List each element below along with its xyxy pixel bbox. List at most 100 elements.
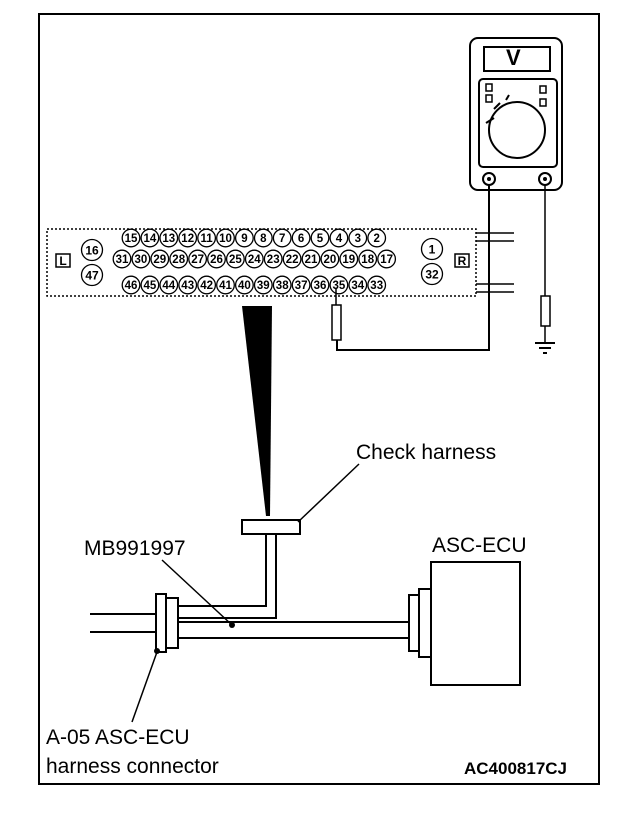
- pin-21: 21: [305, 254, 318, 266]
- pin-31-outline: [112, 249, 132, 269]
- pin-4-outline: [329, 228, 349, 248]
- pin-43: 43: [181, 280, 194, 292]
- pin-41-outline: [216, 275, 235, 295]
- pin-7-outline: [272, 228, 292, 248]
- pin-39-outline: [253, 275, 273, 295]
- ground-probe: [540, 295, 551, 343]
- pin-18-outline: [358, 249, 378, 269]
- pin-27: 27: [191, 254, 204, 266]
- connector-left-marker-text: L: [59, 254, 66, 268]
- pin-30: 30: [135, 254, 148, 266]
- pin-14-outline: [140, 228, 160, 248]
- pin-7: 7: [279, 233, 285, 245]
- pin-25: 25: [229, 254, 242, 266]
- pin-26: 26: [210, 254, 223, 266]
- pin-11: 11: [201, 233, 214, 245]
- pin-31: 31: [116, 254, 129, 266]
- pin-9-outline: [234, 228, 254, 248]
- connector-right-marker-text: R: [458, 254, 467, 268]
- pin-19: 19: [342, 254, 355, 266]
- pin-15: 15: [125, 233, 138, 245]
- pin-30-outline: [131, 249, 151, 269]
- pin-5: 5: [317, 233, 324, 245]
- pin-44-outline: [159, 275, 179, 295]
- check-harness-plug: [241, 519, 301, 535]
- connector-label-line2: harness connector: [46, 755, 219, 778]
- pin-8: 8: [260, 233, 267, 245]
- pin-47: 47: [85, 268, 99, 282]
- harness-connector: [90, 593, 179, 653]
- pin-29-outline: [150, 249, 170, 269]
- test-probe: [331, 288, 342, 341]
- pin-6: 6: [298, 233, 304, 245]
- pin-13: 13: [162, 233, 175, 245]
- pin-17: 17: [380, 254, 393, 266]
- pin-26-outline: [207, 249, 226, 269]
- zoom-wedge: [242, 306, 272, 516]
- pin-11-outline: [197, 228, 217, 248]
- pin-37-outline: [291, 275, 311, 295]
- pin-33-outline: [367, 275, 387, 295]
- pin-14: 14: [144, 233, 157, 245]
- pin-27-outline: [188, 249, 208, 269]
- pin-24: 24: [248, 254, 261, 266]
- connector-right-marker: [454, 253, 470, 268]
- pin-25-outline: [225, 249, 245, 269]
- pin-1: 1: [429, 242, 436, 256]
- pin-12-outline: [178, 228, 198, 248]
- pin-15-outline: [121, 228, 141, 248]
- pin-8-outline: [253, 228, 273, 248]
- connector-left-marker: [55, 253, 71, 268]
- pin-44: 44: [162, 280, 175, 292]
- pin-35: 35: [333, 280, 346, 292]
- pin-33: 33: [370, 280, 383, 292]
- pin-17-outline: [377, 249, 397, 269]
- ground-icon: [535, 342, 555, 354]
- pin-20: 20: [324, 254, 337, 266]
- asc-ecu: [408, 561, 521, 686]
- pin-10-outline: [216, 228, 235, 248]
- pin-23-outline: [263, 249, 283, 269]
- pin-10: 10: [219, 233, 232, 245]
- pin-34: 34: [351, 280, 364, 292]
- pin-40-outline: [234, 275, 254, 295]
- connector-leader: [131, 651, 158, 723]
- probe-lead: [336, 185, 490, 351]
- figure-code: AC400817CJ: [464, 759, 568, 778]
- pin-38: 38: [276, 280, 289, 292]
- pin-18: 18: [361, 254, 374, 266]
- pin-16: 16: [85, 243, 99, 257]
- pin-28: 28: [172, 254, 185, 266]
- check-harness-leader: [297, 463, 360, 523]
- voltmeter: [469, 37, 563, 191]
- pin-42: 42: [200, 280, 213, 292]
- volt-symbol: V: [506, 45, 521, 70]
- pin-39: 39: [257, 280, 270, 292]
- pin-46-outline: [121, 275, 141, 295]
- pin-36: 36: [314, 280, 327, 292]
- pin-45-outline: [140, 275, 160, 295]
- pin-24-outline: [244, 249, 264, 269]
- pin-12: 12: [181, 233, 194, 245]
- pin-20-outline: [320, 249, 340, 269]
- pin-35-outline: [329, 275, 349, 295]
- pin-42-outline: [197, 275, 217, 295]
- pin-9: 9: [241, 233, 247, 245]
- ecu-label: ASC-ECU: [432, 534, 527, 557]
- tool-label: MB991997: [84, 537, 186, 560]
- pin-34-outline: [348, 275, 368, 295]
- pin-13-outline: [159, 228, 179, 248]
- pin-47-outline: [80, 263, 104, 287]
- pin-6-outline: [291, 228, 311, 248]
- pin-23: 23: [267, 254, 280, 266]
- pin-38-outline: [272, 275, 292, 295]
- pin-28-outline: [169, 249, 189, 269]
- tool-leader: [161, 559, 233, 626]
- pin-16-outline: [80, 238, 104, 262]
- pin-3-outline: [348, 228, 368, 248]
- check-harness-label: Check harness: [356, 441, 497, 464]
